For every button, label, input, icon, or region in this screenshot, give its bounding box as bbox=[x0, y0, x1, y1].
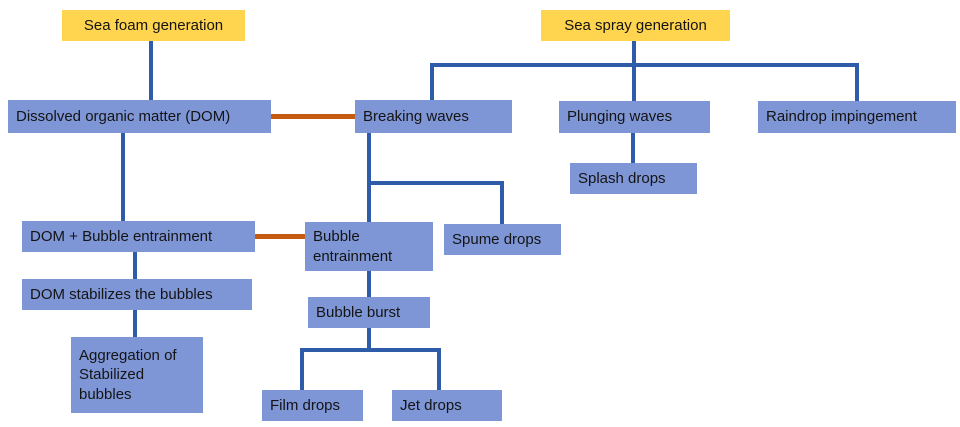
node-bubble-burst: Bubble burst bbox=[308, 297, 430, 328]
edge-seafoam-dom bbox=[149, 41, 153, 100]
edge-to-raindrop-impingement bbox=[855, 63, 859, 101]
node-splash-drops: Splash drops bbox=[570, 163, 697, 194]
node-sea-foam-generation: Sea foam generation bbox=[62, 10, 245, 41]
edge-dom-dombubble bbox=[121, 133, 125, 221]
edge-breaking-trunk bbox=[367, 133, 371, 181]
edge-seaspray-trunk bbox=[632, 41, 636, 67]
node-breaking-waves: Breaking waves bbox=[355, 100, 512, 133]
node-dissolved-organic-matter: Dissolved organic matter (DOM) bbox=[8, 100, 271, 133]
node-dom-stabilizes-bubbles: DOM stabilizes the bubbles bbox=[22, 279, 252, 310]
node-bubble-entrainment: Bubble entrainment bbox=[305, 222, 433, 271]
edge-burst-branch-bar bbox=[300, 348, 441, 352]
edge-to-film-drops bbox=[300, 348, 304, 390]
edge-dom-breaking-waves bbox=[271, 114, 355, 119]
node-jet-drops: Jet drops bbox=[392, 390, 502, 421]
edge-seaspray-branch-bar bbox=[430, 63, 859, 67]
edge-burst-trunk bbox=[367, 328, 371, 350]
node-sea-spray-generation: Sea spray generation bbox=[541, 10, 730, 41]
node-spume-drops: Spume drops bbox=[444, 224, 561, 255]
edge-to-plunging-waves bbox=[632, 63, 636, 101]
edge-to-spume-drops bbox=[500, 181, 504, 224]
edge-dombubble-stabilizes bbox=[133, 252, 137, 279]
node-raindrop-impingement: Raindrop impingement bbox=[758, 101, 956, 133]
node-film-drops: Film drops bbox=[262, 390, 363, 421]
edge-dombubble-bubbleent bbox=[255, 234, 305, 239]
node-plunging-waves: Plunging waves bbox=[559, 101, 710, 133]
edge-breaking-branch-bar bbox=[367, 181, 504, 185]
edge-to-breaking-waves bbox=[430, 63, 434, 100]
node-aggregation-stabilized-bubbles: Aggregation of Stabilized bubbles bbox=[71, 337, 203, 413]
edge-to-bubble-entrainment bbox=[367, 181, 371, 222]
edge-plunging-splash bbox=[631, 133, 635, 163]
edge-stabilizes-aggregation bbox=[133, 310, 137, 337]
edge-to-jet-drops bbox=[437, 348, 441, 390]
edge-bubbleent-burst bbox=[367, 271, 371, 297]
node-dom-bubble-entrainment: DOM + Bubble entrainment bbox=[22, 221, 255, 252]
